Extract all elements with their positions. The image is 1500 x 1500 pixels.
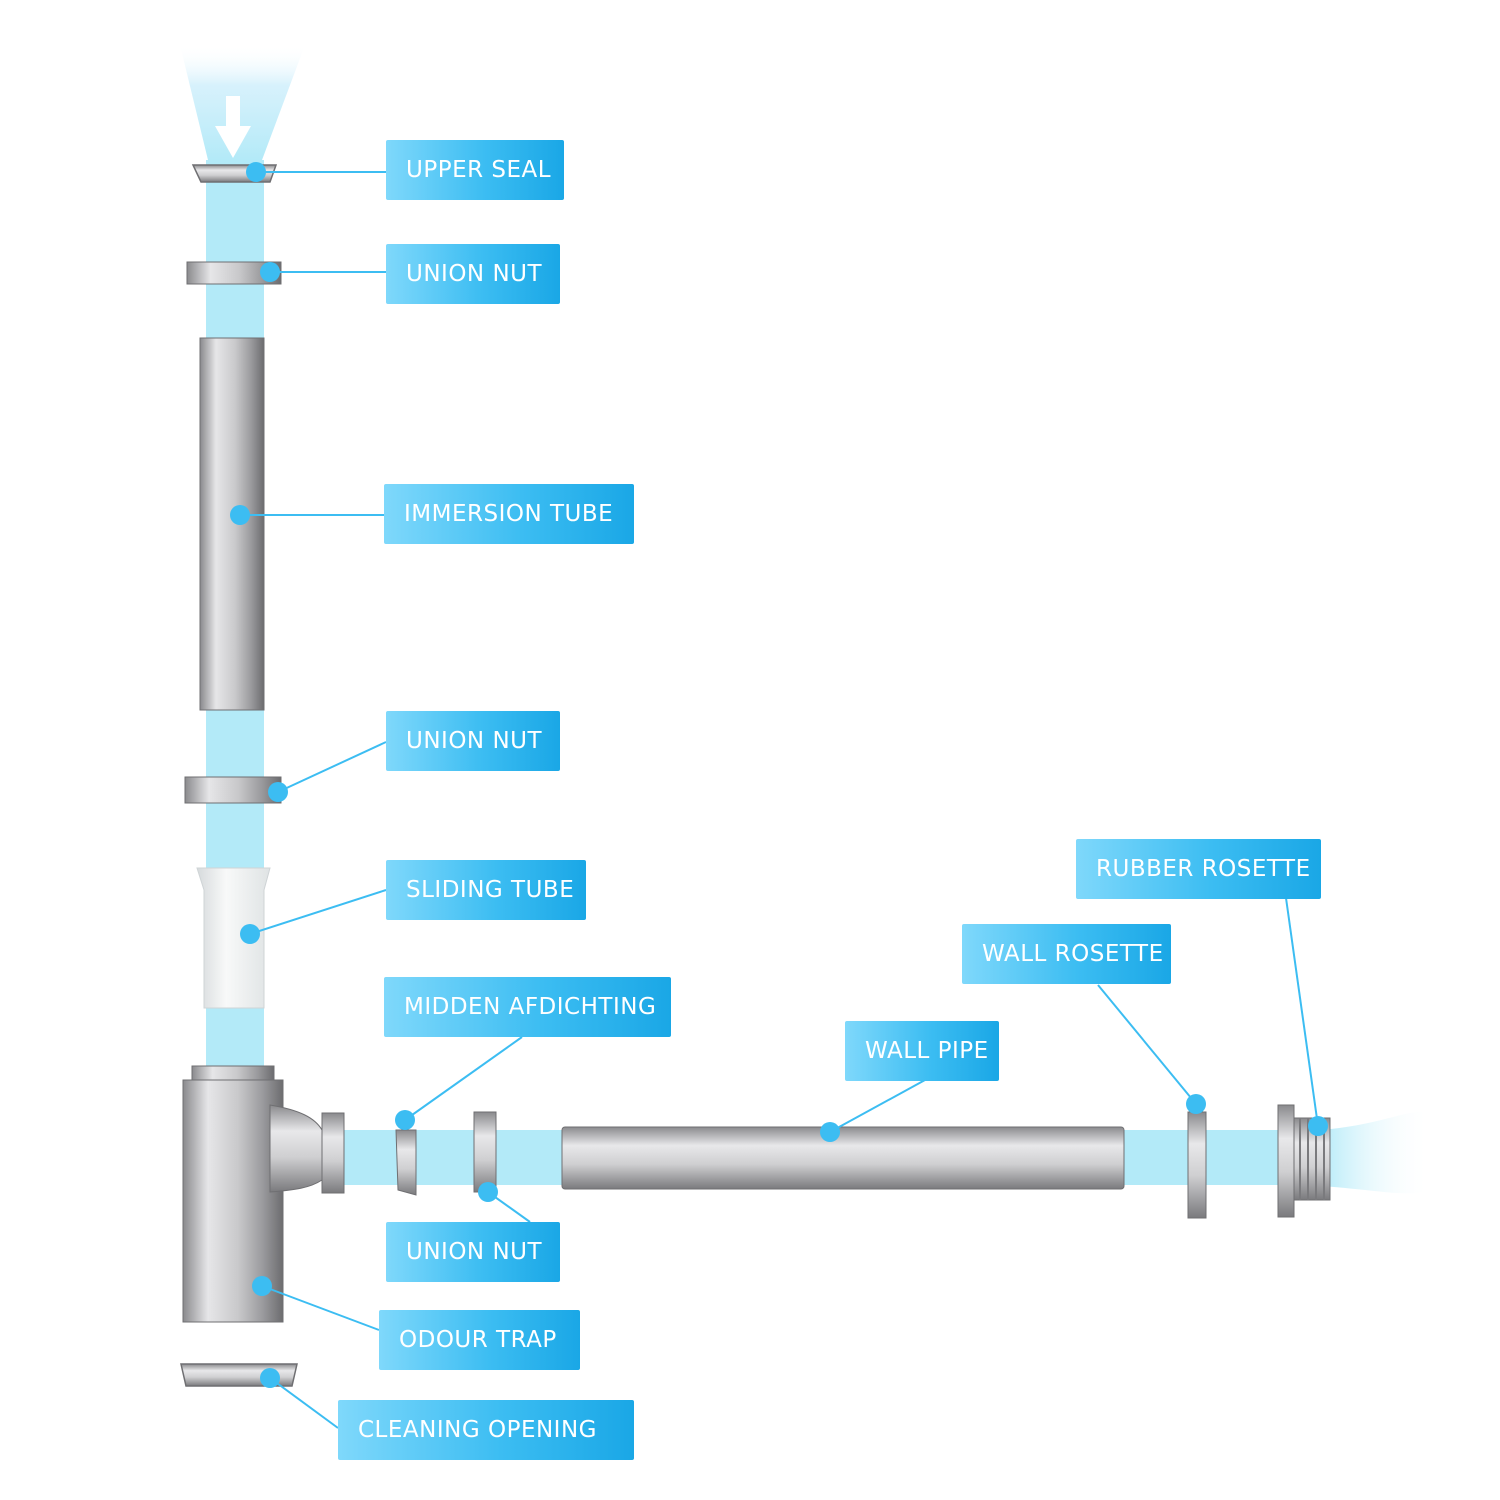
leader-cleaning-opening: [269, 1377, 339, 1429]
label-immersion-tube: IMMERSION TUBE: [384, 484, 634, 544]
water-outflow-tail: [1320, 1111, 1430, 1194]
leader-union-nut-2: [277, 741, 387, 793]
leader-midden-afdichting: [404, 1036, 523, 1121]
wall-rosette-part: [1187, 1111, 1207, 1219]
label-union-nut-2: UNION NUT: [386, 711, 560, 771]
union-nut-3-part: [473, 1111, 497, 1193]
label-rubber-rosette: RUBBER ROSETTE: [1076, 839, 1321, 899]
label-union-nut-3: UNION NUT: [386, 1222, 560, 1282]
union-nut-2-part: [184, 776, 282, 804]
down-arrow-icon: [215, 96, 251, 158]
rubber-rosette-part: [1277, 1104, 1331, 1218]
label-midden-afdichting: MIDDEN AFDICHTING: [384, 977, 671, 1037]
midden-afdichting-part: [395, 1129, 417, 1196]
leader-lines: [240, 171, 1319, 1429]
label-wall-rosette: WALL ROSETTE: [962, 924, 1171, 984]
label-odour-trap: ODOUR TRAP: [379, 1310, 580, 1370]
label-wall-pipe: WALL PIPE: [845, 1021, 999, 1081]
immersion-tube-part: [199, 337, 265, 711]
leader-wall-pipe: [829, 1079, 926, 1133]
sliding-tube-part: [196, 867, 271, 1009]
leader-odour-trap: [261, 1285, 380, 1331]
leader-wall-rosette: [1097, 984, 1197, 1105]
label-cleaning-opening: CLEANING OPENING: [338, 1400, 634, 1460]
cleaning-opening-part: [180, 1363, 298, 1387]
wall-pipe-part: [561, 1126, 1125, 1190]
label-upper-seal: UPPER SEAL: [386, 140, 564, 200]
leader-dots: [230, 162, 1328, 1388]
label-sliding-tube: SLIDING TUBE: [386, 860, 586, 920]
water-inflow-funnel: [180, 45, 305, 160]
leader-sliding-tube: [249, 889, 387, 935]
label-union-nut-1: UNION NUT: [386, 244, 560, 304]
leader-rubber-rosette: [1285, 897, 1319, 1127]
